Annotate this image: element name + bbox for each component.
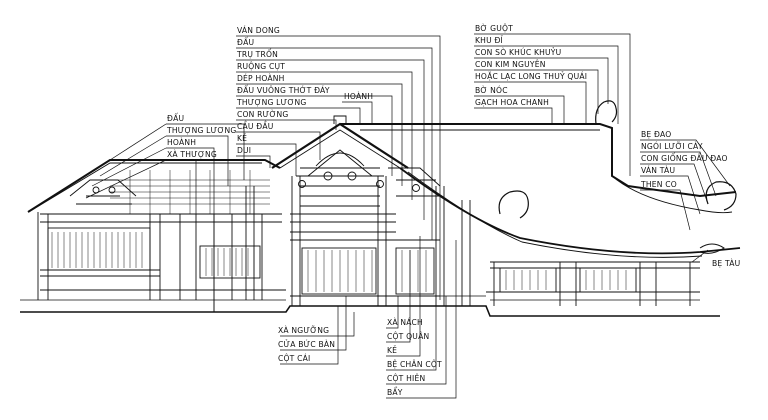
label-ruong-cut: RUỘNG CỤT xyxy=(237,62,285,71)
label-hoac-lac-long: HOẶC LẠC LONG THUỶ QUÁI xyxy=(475,72,587,81)
label-hoanh-center: HOÀNH xyxy=(344,92,373,101)
label-then-co: THEN CO xyxy=(640,180,677,189)
label-xa-nguong: XÀ NGƯỠNG xyxy=(278,326,329,335)
label-cua-buc-ban: CỬA BỨC BÀN xyxy=(278,340,335,349)
central-roof-ridge xyxy=(271,122,409,169)
label-con-so-khuc-khuyu: CON SÒ KHÚC KHUỶU xyxy=(475,48,561,57)
label-thuong-luong-left: THƯỢNG LƯƠNG xyxy=(166,126,236,135)
label-ngoi-luoi-cay: NGÓI LƯỠI CÀY xyxy=(641,142,703,151)
label-cot-hien: CỘT HIÊN xyxy=(387,374,425,383)
label-gach-hoa-chanh: GẠCH HOA CHANH xyxy=(475,98,549,107)
cot-cai-column xyxy=(291,176,301,306)
label-be-chan-cot: BỆ CHÂN CỘT xyxy=(387,360,442,369)
left-wing xyxy=(27,159,286,312)
label-cau-dau: CẦU ĐẦU xyxy=(237,121,274,131)
label-dau-top: ĐẤU xyxy=(237,37,254,47)
label-xa-thuong: XÀ THƯỢNG xyxy=(167,150,217,159)
label-ke-top: KẺ xyxy=(237,134,247,143)
label-xa-nach: XÀ NÁCH xyxy=(387,318,423,327)
plinth xyxy=(20,295,700,301)
label-bo-guot: BỜ GUỘT xyxy=(475,24,513,33)
label-con-ruong: CON RƯỜNG xyxy=(237,110,288,119)
label-van-dong: VÁN DONG xyxy=(237,26,280,35)
label-bay: BẨY xyxy=(387,387,403,397)
right-wing xyxy=(340,100,741,306)
label-cot-quan: CỘT QUÂN xyxy=(387,332,429,341)
label-dep-hoanh: DÉP HOÀNH xyxy=(237,74,285,83)
label-dui: DUI xyxy=(237,146,251,155)
label-bo-noc: BỜ NÓC xyxy=(475,86,508,95)
label-van-tau: VÁN TÀU xyxy=(641,166,675,175)
label-dau-vuong-thot-day: ĐẤU VUÔNG THỚT ĐÁY xyxy=(237,85,330,95)
ridge-dragon-ornament xyxy=(595,100,618,125)
label-dau-left: ĐẤU xyxy=(167,113,184,123)
label-be-dao: BẸ ĐAO xyxy=(641,130,671,139)
label-be-tau: BẸ TÀU xyxy=(712,259,740,268)
label-tru-tron: TRỤ TRỐN xyxy=(236,49,278,59)
label-thuong-luong-center: THƯỢNG LƯƠNG xyxy=(236,98,306,107)
labels: VÁN DONG ĐẤU TRỤ TRỐN RUỘNG CỤT DÉP HOÀN… xyxy=(166,24,740,397)
label-hoanh-left: HOÀNH xyxy=(167,138,196,147)
label-ke-bottom: KẺ xyxy=(387,346,397,355)
label-con-kim-nguyen: CON KIM NGUYÊN xyxy=(475,60,546,69)
ground-line xyxy=(20,305,720,317)
left-wing-wall xyxy=(37,212,161,300)
label-khu-di: KHU ĐỈ xyxy=(475,36,503,45)
label-cot-cai: CỘT CÁI xyxy=(278,354,310,363)
central-hall xyxy=(245,115,445,306)
label-con-giong-dau-dao: CON GIỐNG ĐẦU ĐAO xyxy=(641,153,728,163)
leader-lines xyxy=(85,33,731,399)
sweeping-eave xyxy=(399,167,741,255)
building-drawing xyxy=(20,100,741,317)
